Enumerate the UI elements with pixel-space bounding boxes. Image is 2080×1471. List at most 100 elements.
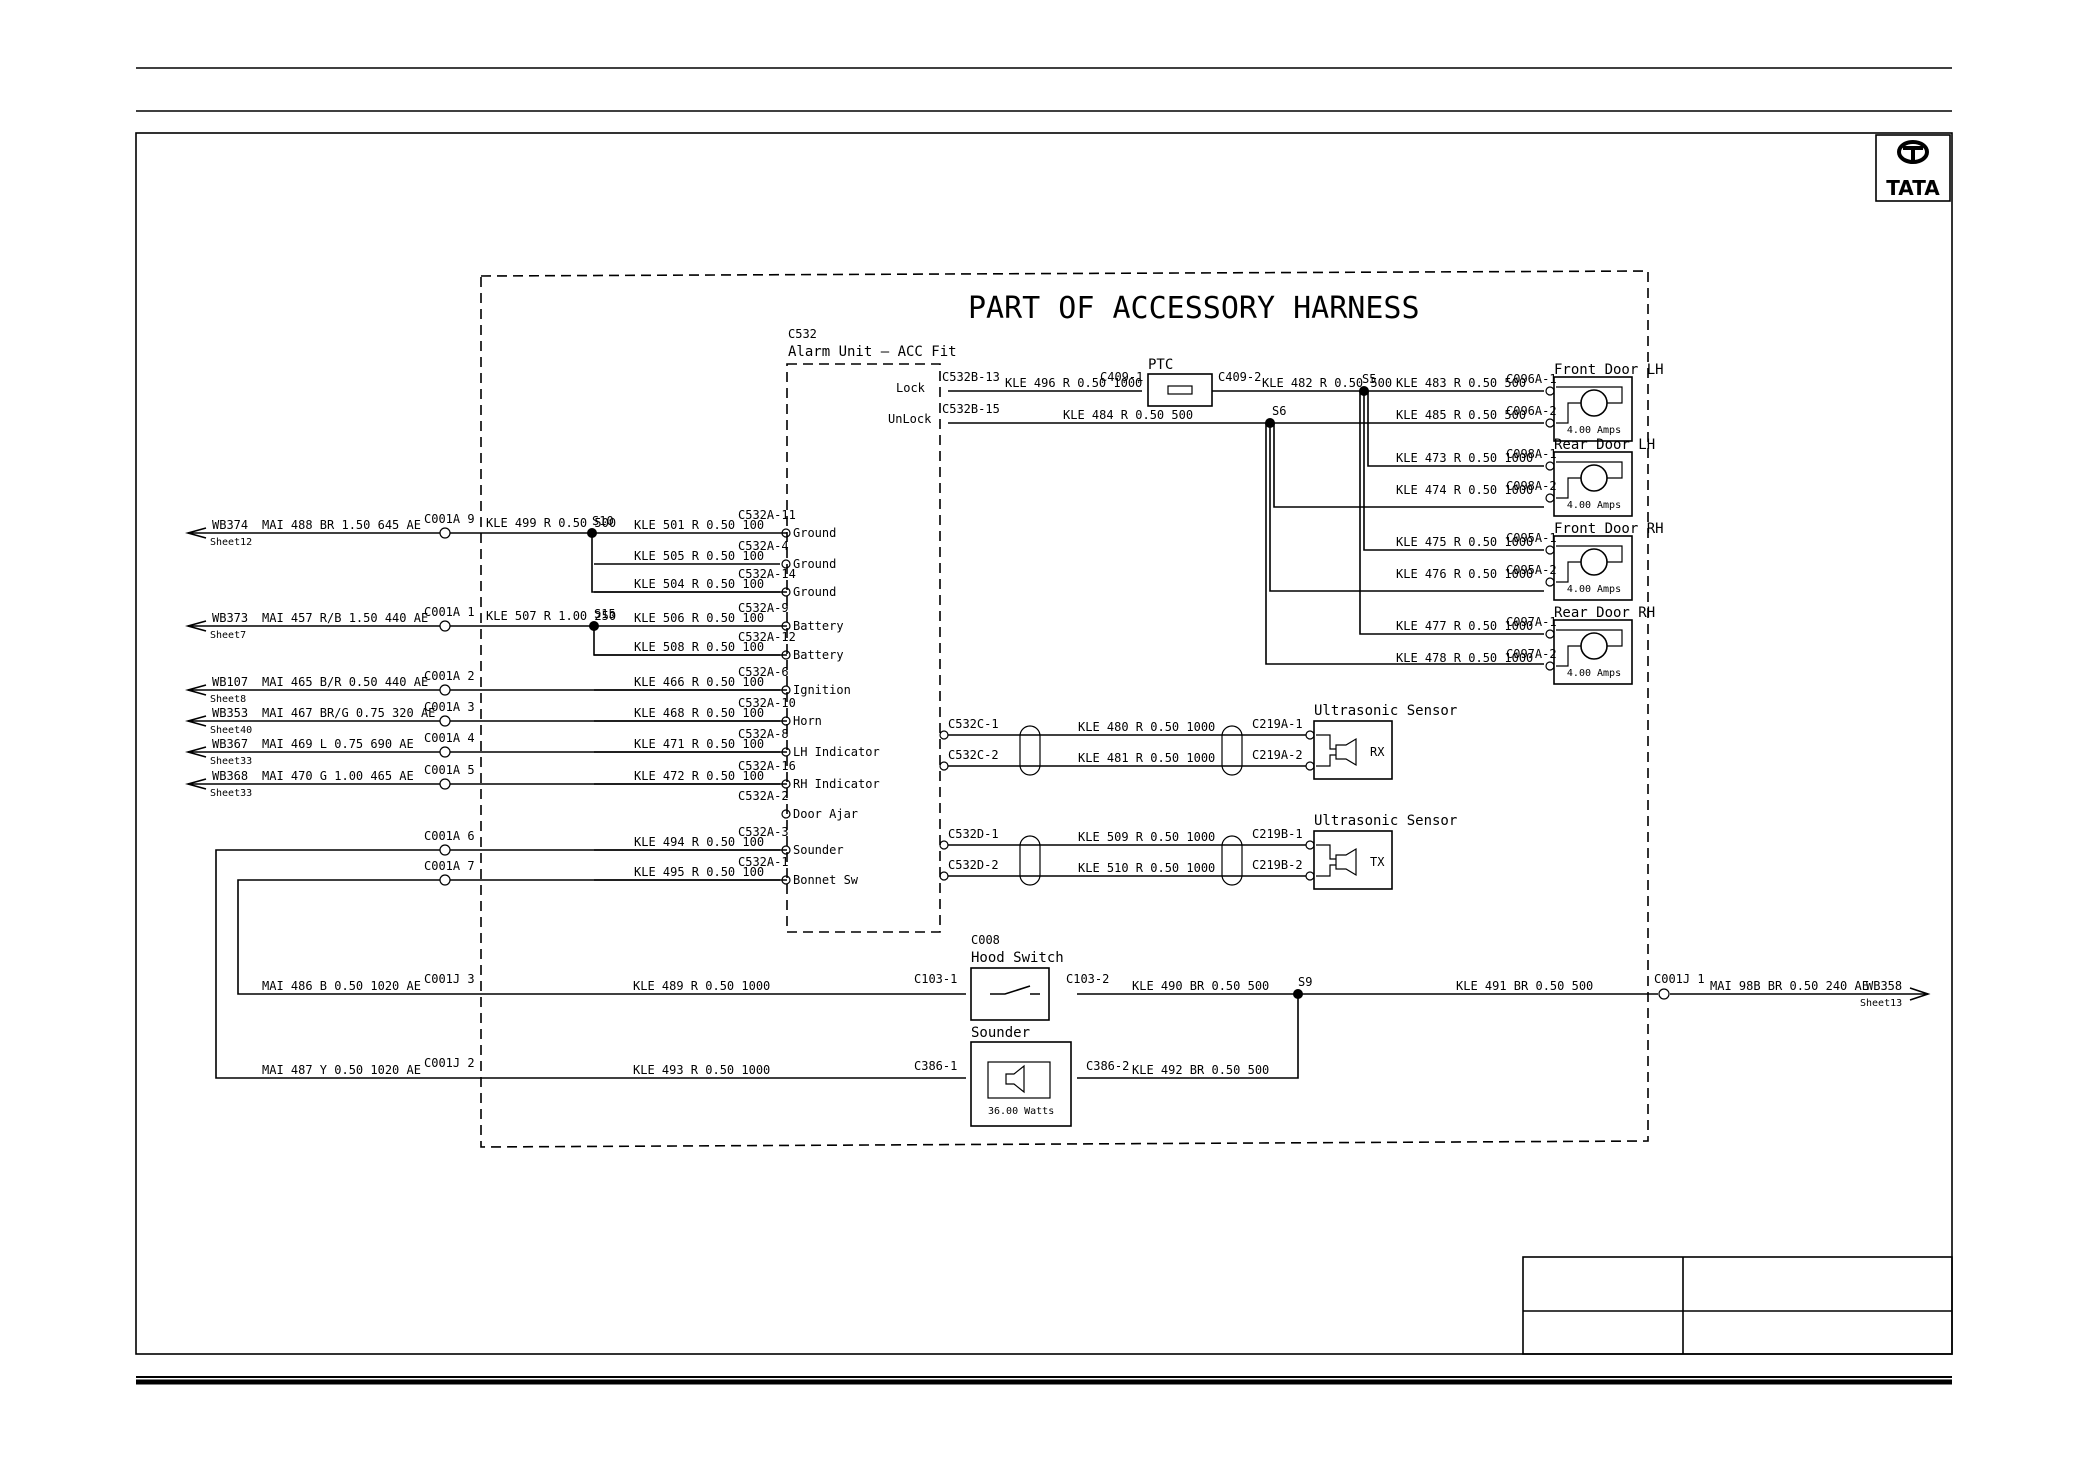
sounder-inner-wire: KLE 493 R 0.50 1000 [633, 1063, 770, 1077]
wb-label: WB374 [212, 518, 248, 532]
splice-dot-s10 [587, 528, 597, 538]
wire-label: MAI 488 BR 1.50 645 AE [262, 518, 421, 532]
pin-function: Sounder [793, 843, 844, 857]
door-wire1: KLE 477 R 0.50 1000 [1396, 619, 1533, 633]
s9-right-wire: KLE 491 BR 0.50 500 [1456, 979, 1593, 993]
pin-function: Bonnet Sw [793, 873, 859, 887]
ptc-out: C409-2 [1218, 370, 1261, 384]
door-wire2: KLE 476 R 0.50 1000 [1396, 567, 1533, 581]
splice-s6: S6 [1272, 404, 1286, 418]
sounder-conn: C001J 2 [424, 1056, 475, 1070]
sounder-rating: 36.00 Watts [988, 1106, 1054, 1117]
connector-label: C001A 6 [424, 829, 475, 843]
inner-wire-2: KLE 507 R 1.00 250 [486, 609, 616, 623]
sheet-label: Sheet7 [210, 630, 246, 641]
connector-label: C001A 1 [424, 605, 475, 619]
door-wire2: KLE 485 R 0.50 500 [1396, 408, 1526, 422]
s10-branch-wire [591, 533, 787, 593]
pin-wire-label: KLE 506 R 0.50 100 [634, 611, 764, 625]
hood-in-pin: C103-1 [914, 972, 957, 986]
ptc-element [1167, 385, 1193, 395]
hood-switch-id: C008 [971, 933, 1000, 947]
hood-switch-name: Hood Switch [971, 950, 1064, 966]
sensor-src2: C532C-2 [948, 748, 999, 762]
splice-s5: S5 [1362, 372, 1376, 386]
right-wire: MAI 98B BR 0.50 240 AE [1710, 979, 1869, 993]
harness-title: PART OF ACCESSORY HARNESS [968, 291, 1420, 326]
door-pin1: C095A-1 [1506, 531, 1557, 545]
connector-label: C001A 9 [424, 512, 475, 526]
sensor-wire2: KLE 510 R 0.50 1000 [1078, 861, 1215, 875]
pin-function: Ground [793, 585, 836, 599]
pin-wire-label: KLE 466 R 0.50 100 [634, 675, 764, 689]
sounder-in-pin: C386-1 [914, 1059, 957, 1073]
pin-wire-label: KLE 505 R 0.50 100 [634, 549, 764, 563]
tata-logo: TATA [1875, 134, 1951, 202]
drawing-frame [135, 132, 1953, 1355]
wb-label: WB368 [212, 769, 248, 783]
door-pin1: C097A-1 [1506, 615, 1557, 629]
unlock-label: UnLock [888, 412, 932, 426]
inner-wire-1: KLE 499 R 0.50 500 [486, 516, 616, 530]
sensor-wire2: KLE 481 R 0.50 1000 [1078, 751, 1215, 765]
ptc-fuse [1147, 373, 1213, 407]
pin-function: LH Indicator [793, 745, 880, 759]
pin-id: C532A-11 [738, 508, 796, 522]
lock-pin: C532B-13 [942, 370, 1000, 384]
pin-wire-label: KLE 495 R 0.50 100 [634, 865, 764, 879]
pin-id: C532A-1 [738, 855, 789, 869]
sensor-src1: C532C-1 [948, 717, 999, 731]
lock-wire1-label: KLE 496 R 0.50 1000 [1005, 376, 1142, 390]
door-distribution-wires [1265, 390, 1544, 665]
sensor-dst2: C219A-2 [1252, 748, 1303, 762]
wire-label: MAI 467 BR/G 0.75 320 AE [262, 706, 435, 720]
door-wire1: KLE 483 R 0.50 500 [1396, 376, 1526, 390]
door-pin1: C098A-1 [1506, 447, 1557, 461]
pin-wire-label: KLE 501 R 0.50 100 [634, 518, 764, 532]
door-rating: 4.00 Amps [1567, 425, 1621, 436]
sheet-label: Sheet33 [210, 788, 252, 799]
hood-switch-circuit: MAI 486 B 0.50 1020 AE C001J 3 KLE 489 R… [237, 879, 1931, 1021]
pin-function: Ground [793, 557, 836, 571]
pin-id: C532A-16 [738, 759, 796, 773]
pin-function: Battery [793, 619, 844, 633]
door-rating: 4.00 Amps [1567, 500, 1621, 511]
connector-label: C001A 3 [424, 700, 475, 714]
splice-s10: S10 [592, 514, 614, 528]
door-pin2: C097A-2 [1506, 647, 1557, 661]
pin-id: C532A-14 [738, 567, 796, 581]
sounder-circuit: MAI 487 Y 0.50 1020 AE C001J 2 KLE 493 R… [215, 849, 1299, 1127]
door-wire1: KLE 475 R 0.50 1000 [1396, 535, 1533, 549]
unlock-pin: C532B-15 [942, 402, 1000, 416]
pin-id: C532A-10 [738, 696, 796, 710]
pin-wire-label: KLE 471 R 0.50 100 [634, 737, 764, 751]
splice-dot-s15 [589, 621, 599, 631]
hood-outer-wire: MAI 486 B 0.50 1020 AE [262, 979, 421, 993]
pin-wire-label: KLE 468 R 0.50 100 [634, 706, 764, 720]
pin-function: Ignition [793, 683, 851, 697]
door-pin2: C098A-2 [1506, 479, 1557, 493]
sensor-tag: TX [1370, 855, 1385, 869]
connector-label: C001A 2 [424, 669, 475, 683]
sheet-label: Sheet40 [210, 725, 252, 736]
right-sheet: Sheet13 [1860, 998, 1902, 1009]
alarm-unit-box [786, 363, 941, 933]
pin-function: Horn [793, 714, 822, 728]
